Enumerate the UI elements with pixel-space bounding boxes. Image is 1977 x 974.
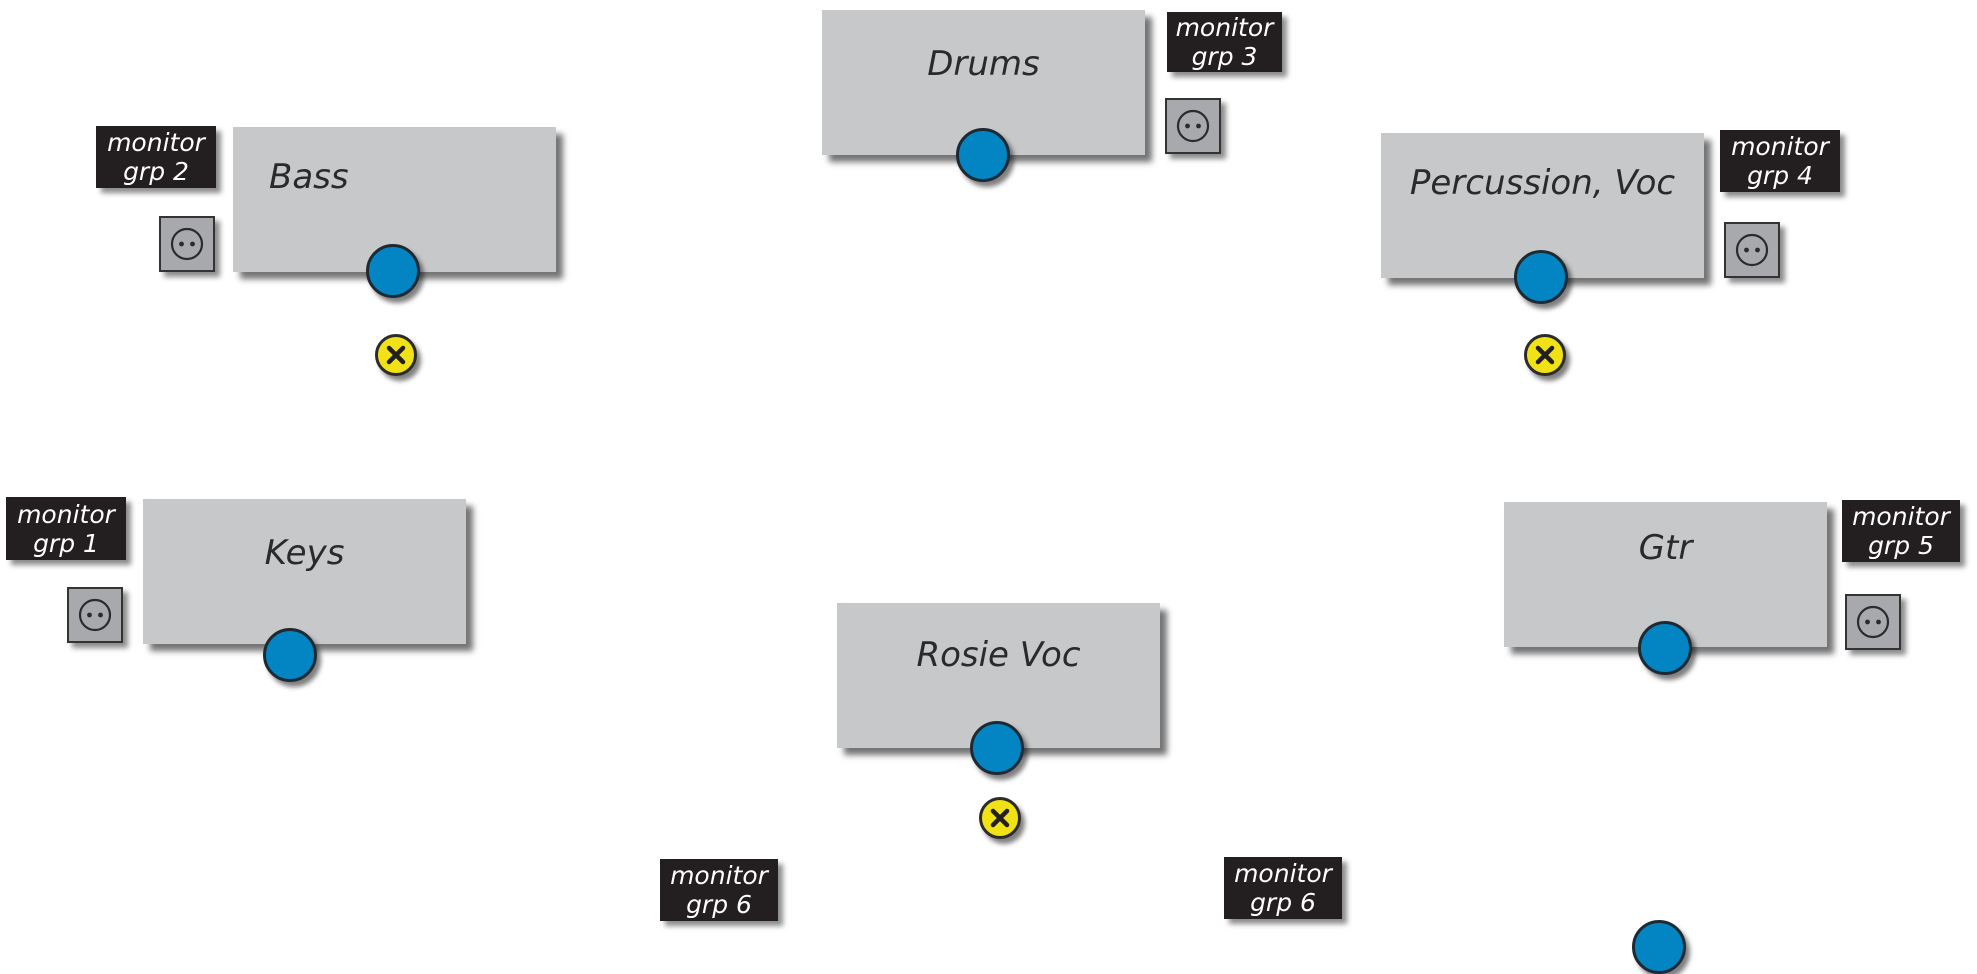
station-label: Bass [269, 157, 349, 197]
x-marker-icon [375, 334, 417, 376]
mic-position-icon [1514, 250, 1568, 304]
monitor-tag-grp-6-right: monitor grp 6 [1224, 857, 1342, 919]
x-marker-icon [1524, 334, 1566, 376]
monitor-tag-grp-2: monitor grp 2 [96, 126, 216, 188]
station-label: Rosie Voc [916, 635, 1081, 675]
monitor-tag-line2: grp 1 [33, 528, 99, 558]
monitor-tag-line1: monitor [1852, 502, 1950, 531]
monitor-tag-line1: monitor [107, 128, 205, 157]
power-outlet-icon [1165, 98, 1221, 154]
monitor-tag-grp-6-left: monitor grp 6 [660, 859, 778, 921]
monitor-tag-line1: monitor [17, 499, 115, 529]
monitor-tag-line1: monitor [1234, 859, 1332, 888]
monitor-tag-line2: grp 5 [1868, 531, 1934, 560]
monitor-tag-grp-1: monitor grp 1 [6, 497, 126, 560]
station-label: Keys [264, 533, 345, 573]
monitor-tag-line2: grp 4 [1747, 161, 1813, 190]
station-label: Percussion, Voc [1409, 163, 1676, 203]
mic-position-icon [956, 128, 1010, 182]
mic-position-icon [366, 244, 420, 298]
monitor-tag-line1: monitor [1175, 13, 1274, 42]
station-rosie-voc: Rosie Voc [837, 603, 1160, 748]
station-label: Gtr [1638, 528, 1693, 568]
monitor-tag-line2: grp 2 [123, 157, 189, 186]
mic-position-icon [1632, 920, 1686, 974]
station-label: Drums [927, 44, 1040, 84]
mic-position-icon [970, 721, 1024, 775]
monitor-tag-grp-4: monitor grp 4 [1720, 130, 1840, 192]
monitor-tag-line2: grp 6 [686, 890, 752, 919]
mic-position-icon [263, 628, 317, 682]
station-keys: Keys [143, 499, 466, 644]
power-outlet-icon [1724, 222, 1780, 278]
power-outlet-icon [67, 587, 123, 643]
power-outlet-icon [1845, 594, 1901, 650]
monitor-tag-line2: grp 3 [1191, 42, 1258, 71]
monitor-tag-line2: grp 6 [1250, 888, 1316, 917]
power-outlet-icon [159, 216, 215, 272]
monitor-tag-line1: monitor [1731, 132, 1829, 161]
x-marker-icon [979, 797, 1021, 839]
monitor-tag-grp-5: monitor grp 5 [1842, 500, 1960, 562]
monitor-tag-line1: monitor [670, 861, 768, 890]
mic-position-icon [1638, 621, 1692, 675]
monitor-tag-grp-3: monitor grp 3 [1167, 12, 1282, 72]
